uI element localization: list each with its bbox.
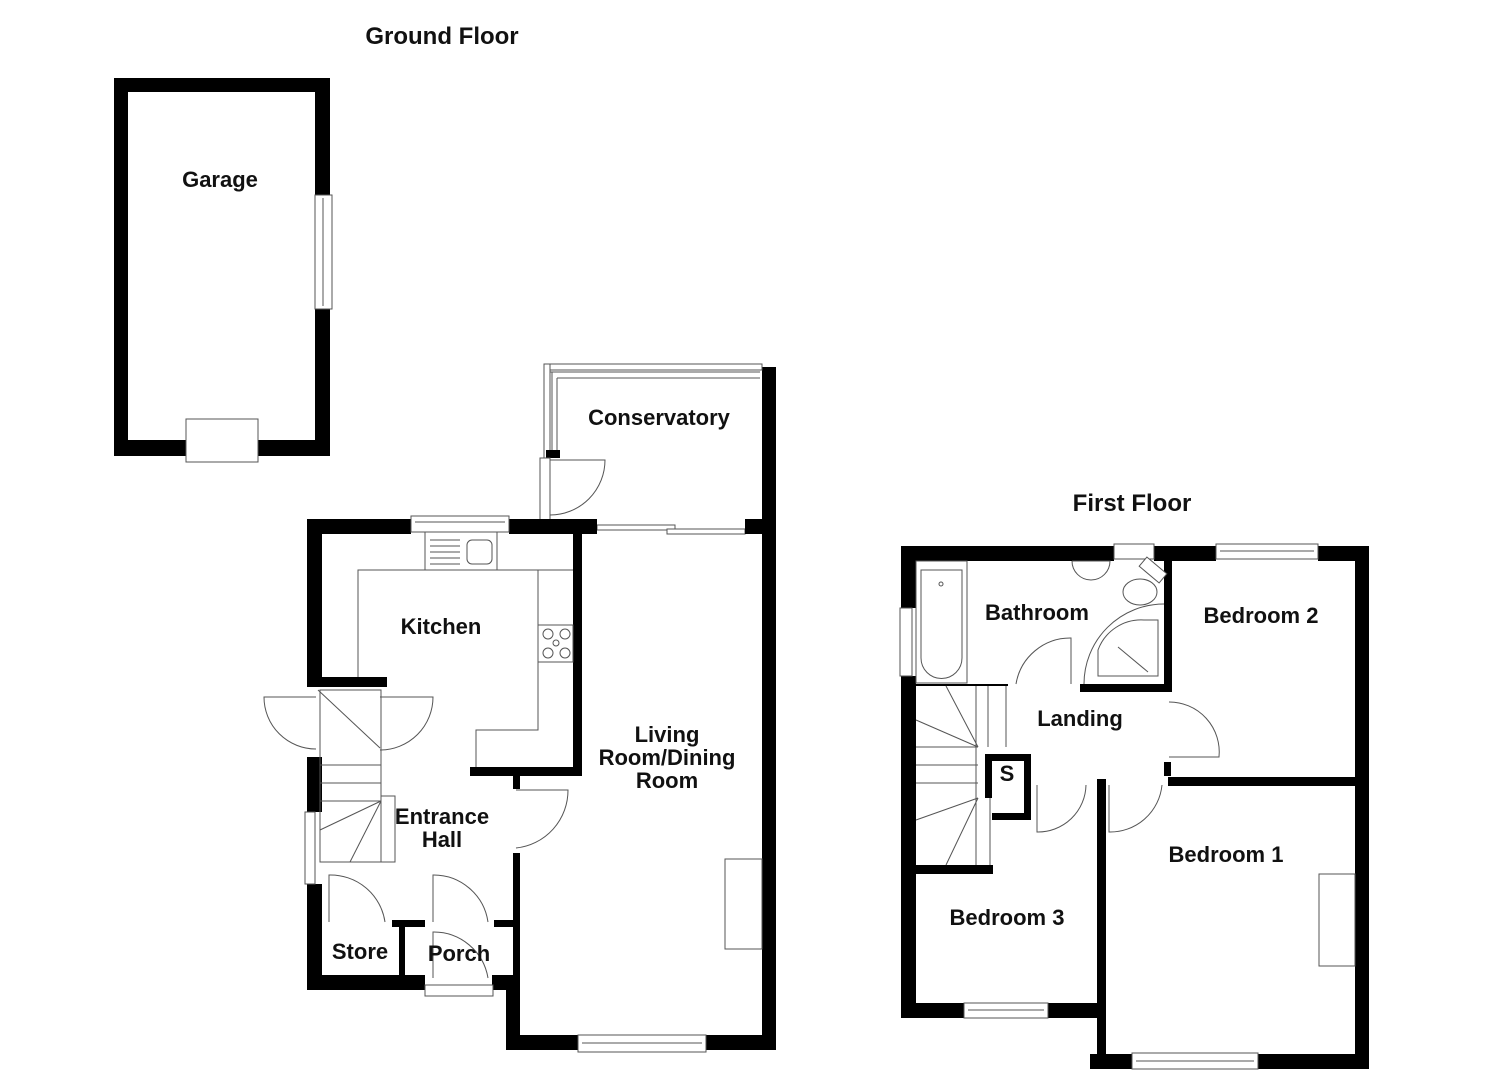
ground-floor-walls	[304, 515, 776, 1053]
kitchen-window	[410, 515, 510, 533]
store-label: Store	[332, 939, 388, 964]
storage-cupboard-label: S	[1000, 761, 1015, 786]
living-room-label-line1: Living	[635, 722, 700, 747]
entrance-hall-label-line1: Entrance	[395, 804, 489, 829]
ground-doors	[328, 789, 569, 979]
garage-label: Garage	[182, 167, 258, 192]
bathroom-door	[1015, 637, 1072, 685]
living-room: Living Room/Dining Room	[599, 722, 763, 950]
toilet	[1122, 578, 1158, 606]
kitchen-fixtures: Kitchen	[357, 531, 574, 767]
bathroom-window	[1113, 543, 1155, 560]
bedroom1-door	[1108, 784, 1163, 833]
entrance-hall-label-line2: Hall	[422, 827, 462, 852]
garage-door	[185, 418, 259, 463]
bedroom1-label: Bedroom 1	[1169, 842, 1284, 867]
conservatory-room: Conservatory	[539, 363, 776, 535]
kitchen-hob	[537, 624, 574, 663]
shower-tray	[1097, 619, 1159, 677]
bathroom-side-window	[899, 607, 913, 677]
wash-basin	[1071, 560, 1111, 581]
bedroom3-label: Bedroom 3	[950, 905, 1065, 930]
ground-floor-title: Ground Floor	[365, 23, 518, 50]
living-room-label-line3: Room	[636, 768, 698, 793]
conservatory-label: Conservatory	[588, 405, 731, 430]
porch-label: Porch	[428, 941, 490, 966]
bedroom2-label: Bedroom 2	[1204, 603, 1319, 628]
bath-tub	[915, 560, 968, 684]
fireplace	[724, 858, 763, 950]
bedroom3-door	[1036, 784, 1087, 833]
bathroom-fixtures	[915, 556, 1168, 685]
garage-room: Garage	[114, 78, 333, 463]
porch-front-door	[424, 984, 494, 997]
landing-label: Landing	[1037, 706, 1123, 731]
bedroom2-door	[1168, 701, 1220, 758]
first-floor-doors	[1036, 701, 1220, 833]
first-floor-walls	[899, 543, 1369, 1070]
first-floor-title: First Floor	[1073, 490, 1192, 517]
kitchen-label: Kitchen	[401, 614, 482, 639]
ground-stairs	[319, 689, 396, 863]
living-room-label-line2: Room/Dining	[599, 745, 736, 770]
back-door	[263, 689, 434, 751]
bathroom-label: Bathroom	[985, 600, 1089, 625]
bedroom1-chimney-breast	[1318, 873, 1356, 967]
hall-window	[304, 811, 316, 885]
first-floor-stairs	[915, 685, 1007, 866]
